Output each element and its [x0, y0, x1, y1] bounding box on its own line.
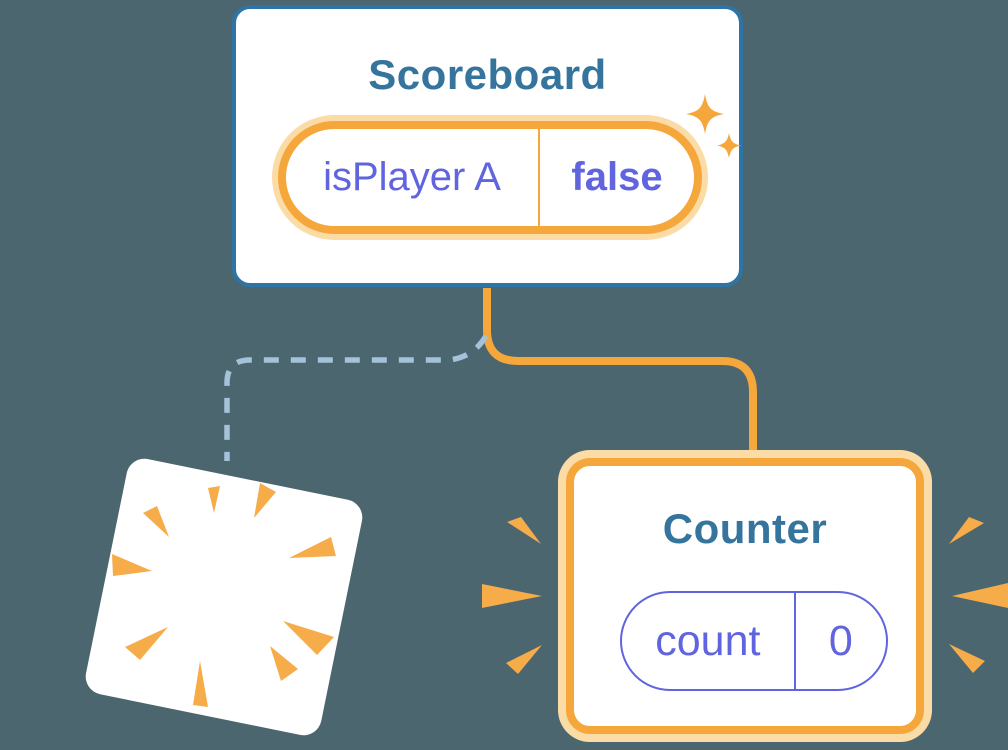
- scoreboard-card: Scoreboard isPlayer A false: [232, 5, 743, 287]
- state-value: 0: [828, 616, 853, 665]
- state-name: isPlayer A: [286, 129, 540, 226]
- destroyed-component-card: [82, 455, 366, 739]
- counter-card: Counter count 0: [566, 458, 924, 734]
- scoreboard-state-pill: isPlayer A false: [278, 121, 702, 234]
- counter-title: Counter: [662, 505, 828, 552]
- connector-solid: [483, 288, 757, 462]
- state-name: count: [622, 593, 796, 689]
- counter-state-pill: count 0: [620, 591, 888, 691]
- connector-dashed: [224, 334, 489, 461]
- state-value: false: [571, 155, 663, 199]
- scoreboard-title: Scoreboard: [368, 51, 607, 98]
